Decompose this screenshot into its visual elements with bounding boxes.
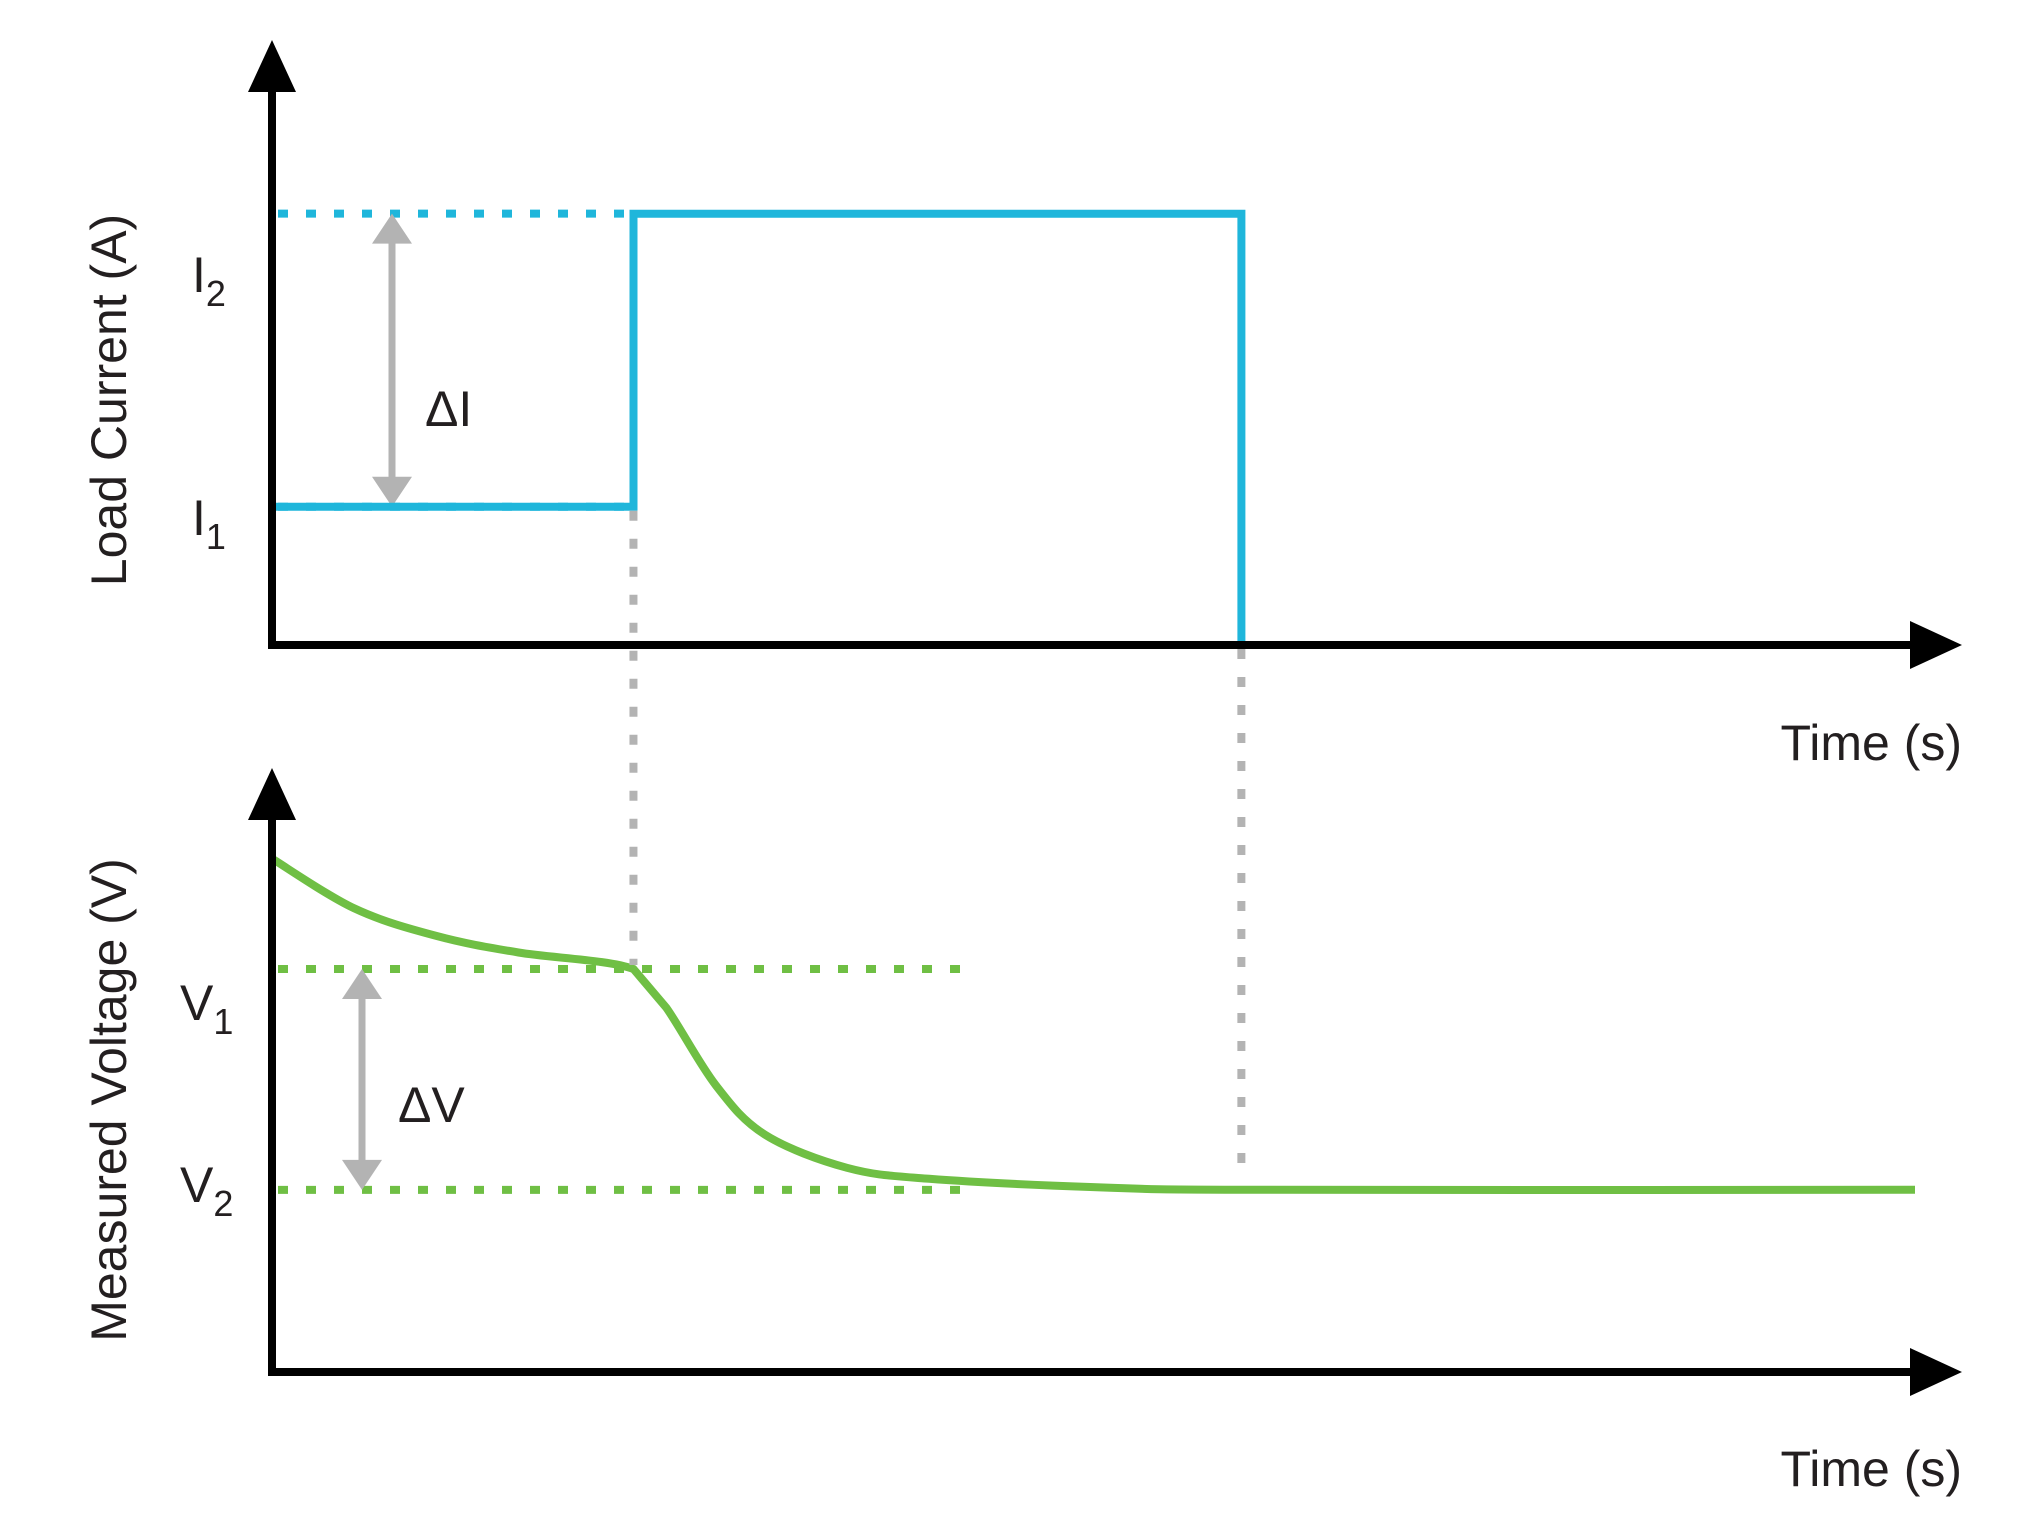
current-series — [272, 209, 1915, 649]
current-xlabel: Time (s) — [1781, 715, 1962, 771]
current-ylabel: Load Current (A) — [81, 214, 137, 586]
delta-v-arrow — [342, 969, 382, 1190]
delta-arrow-head-bottom — [342, 1159, 382, 1190]
voltage-y-axis-arrow — [248, 768, 296, 820]
current-axes — [248, 40, 1962, 669]
voltage-ylabel: Measured Voltage (V) — [81, 858, 137, 1342]
voltage-series — [269, 855, 1916, 1195]
voltage-xlabel: Time (s) — [1781, 1441, 1962, 1497]
delta-v-label: ΔV — [398, 1077, 465, 1133]
delta-arrow-head-top — [342, 969, 382, 1000]
delta-arrow-head-top — [372, 213, 412, 244]
level-v1-label: V1 — [180, 975, 233, 1042]
voltage-panel: Measured Voltage (V) V1 V2 ΔV Time (s) — [81, 768, 1962, 1497]
voltage-levels: V1 V2 — [180, 975, 233, 1224]
current-level-guides — [278, 209, 634, 511]
delta-arrow-head-bottom — [372, 476, 412, 507]
transition-guides — [629, 510, 1246, 1176]
level-i2-label: I2 — [192, 247, 226, 314]
voltage-axes — [248, 768, 1962, 1396]
level-v2-label: V2 — [180, 1157, 233, 1224]
voltage-trace — [269, 855, 1916, 1195]
level-i1-label: I1 — [192, 490, 226, 557]
current-levels: I2 I1 — [192, 247, 226, 557]
voltage-x-axis-arrow — [1910, 1348, 1962, 1396]
current-x-axis-arrow — [1910, 621, 1962, 669]
current-panel: Load Current (A) I2 I1 ΔI Time (s) — [81, 40, 1962, 771]
current-trace — [272, 209, 1915, 649]
voltage-level-guides — [278, 965, 963, 1194]
delta-i-arrow — [372, 213, 412, 507]
delta-i-label: ΔI — [425, 381, 472, 437]
current-y-axis-arrow — [248, 40, 296, 92]
